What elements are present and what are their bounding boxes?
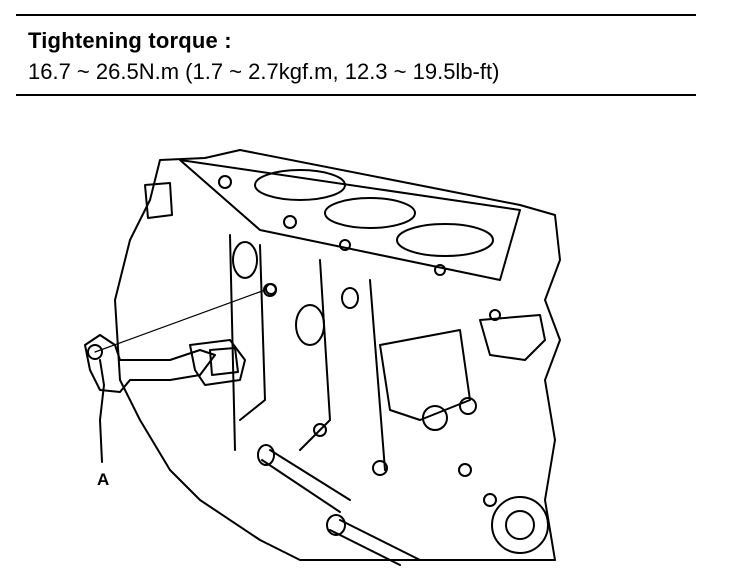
top-rule: [16, 14, 696, 16]
cylinder-deck: [179, 159, 521, 281]
callout-a-label: A: [97, 470, 110, 489]
mount-bracket: [479, 314, 546, 361]
callout-leader: [99, 359, 105, 463]
sensor-connector: [189, 339, 246, 386]
torque-value: 16.7 ~ 26.5N.m (1.7 ~ 2.7kgf.m, 12.3 ~ 1…: [28, 59, 500, 84]
bottom-rule: [16, 94, 696, 96]
cylinder-bore-2: [324, 197, 416, 229]
torque-title: Tightening torque :: [28, 28, 232, 53]
torque-spec-box: Tightening torque : 16.7 ~ 26.5N.m (1.7 …: [16, 14, 696, 96]
lower-pipe-2: [329, 519, 421, 566]
engine-block-illustration: [84, 149, 561, 566]
cylinder-bore-3: [396, 223, 494, 257]
sensor-mount-hole: [265, 283, 277, 295]
sensor-bolt: [87, 344, 103, 360]
engine-block-outline: [114, 149, 561, 561]
crank-pulley: [491, 496, 549, 554]
lower-pipe-1: [261, 449, 351, 513]
cylinder-bore-1: [254, 169, 346, 201]
